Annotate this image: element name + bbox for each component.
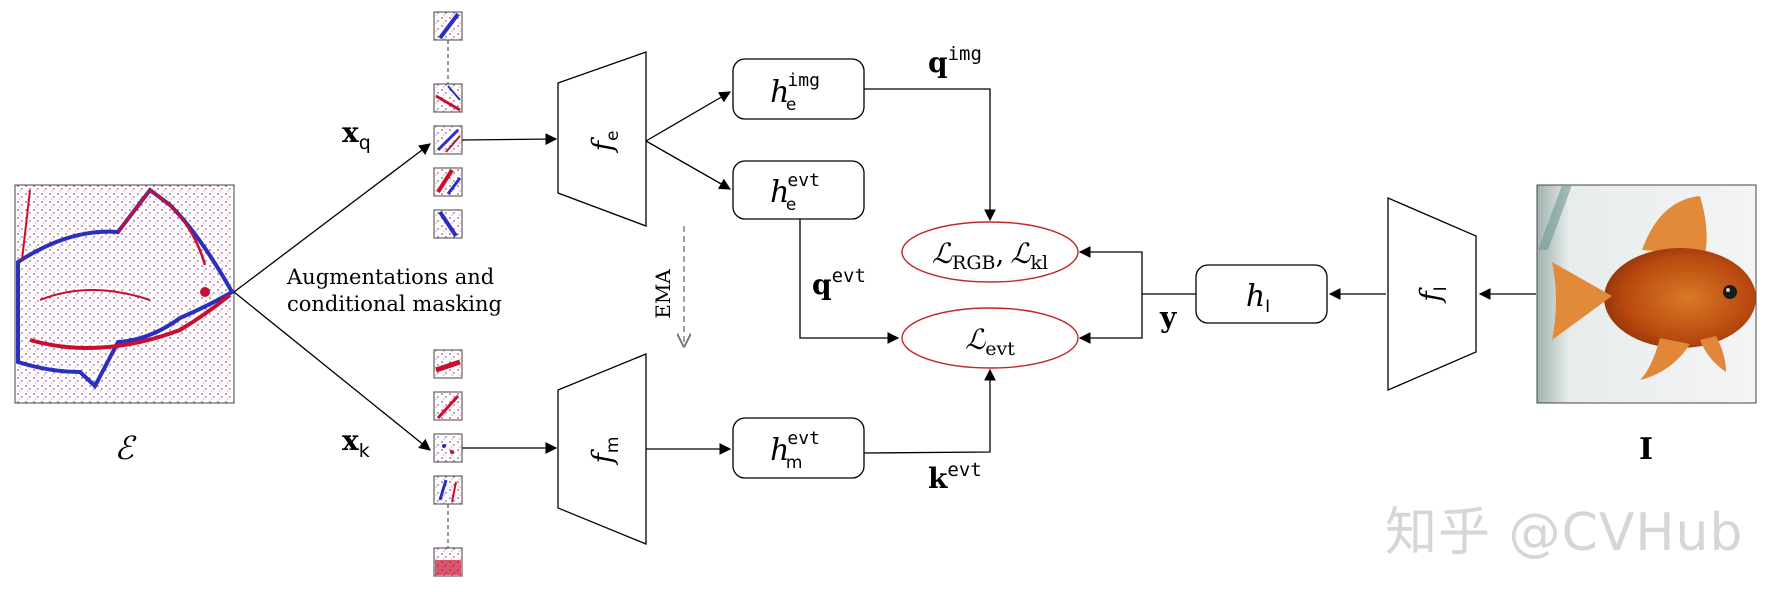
image-head-label: hI	[1246, 279, 1270, 317]
key-patch-stack	[433, 349, 463, 577]
event-image: ℰ	[14, 184, 235, 467]
key-view-label: xk	[342, 424, 370, 462]
arrow-y-to-evt-loss	[1078, 294, 1143, 344]
arrow-k-evt-to-evt-loss	[863, 368, 996, 454]
q-evt-label: qevt	[812, 265, 866, 301]
arrow-encoder-to-evt-head	[645, 140, 732, 190]
rgb-kl-loss-label: ℒRGB,ℒkl	[932, 237, 1048, 274]
event-encoder: fe	[557, 51, 647, 227]
ema-label: EMA	[651, 269, 675, 319]
evt-loss: ℒevt	[901, 307, 1079, 369]
y-label: y	[1159, 301, 1177, 334]
augmentation-caption-line1: Augmentations and	[286, 265, 494, 289]
image-encoder: fI	[1387, 197, 1477, 391]
arrow-query-to-event-encoder	[461, 133, 558, 145]
query-view-label: xq	[342, 116, 371, 154]
query-patch-stack	[433, 11, 463, 239]
q-img-label: qimg	[928, 43, 982, 79]
rgb-kl-loss: ℒRGB,ℒkl	[901, 221, 1079, 283]
watermark: 知乎 @CVHub	[1385, 503, 1744, 563]
arrow-y-to-rgb-loss	[1078, 246, 1143, 294]
arrow-encoder-to-img-head	[645, 91, 732, 142]
event-symbol: ℰ	[114, 429, 137, 467]
evt-loss-label: ℒevt	[965, 323, 1015, 360]
k-evt-label: kevt	[928, 459, 982, 495]
arrow-event-to-query	[233, 143, 431, 293]
rgb-image: I	[1536, 184, 1757, 467]
arrow-event-to-key	[233, 291, 431, 451]
momentum-encoder: fm	[557, 353, 647, 545]
augmentation-caption-line2: conditional masking	[287, 292, 502, 316]
image-symbol: I	[1639, 432, 1653, 467]
arrow-q-evt-to-evt-loss	[799, 219, 900, 344]
arrow-q-img-to-rgb-loss	[864, 88, 996, 222]
image-projection-head: hI	[1195, 264, 1328, 324]
